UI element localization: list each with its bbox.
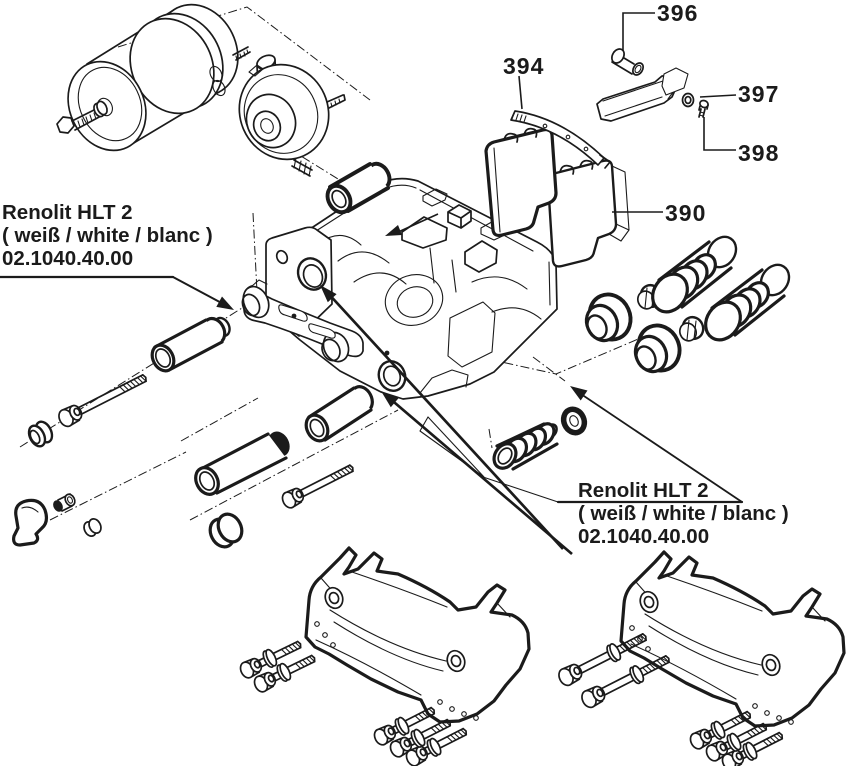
part-label-397: 397: [738, 81, 780, 107]
guide-sleeve-upper: [150, 316, 231, 373]
guide-bolt-group-upper: [27, 316, 231, 448]
hose-fitting: [291, 157, 313, 177]
part-label-390: 390: [665, 200, 707, 226]
o-ring: [560, 406, 588, 436]
sealing-cap: [584, 292, 633, 343]
screw-398: [698, 99, 709, 118]
note-line-product: Renolit HLT 2: [2, 201, 133, 224]
washer-397: [681, 92, 695, 108]
note-line-number: 02.1040.40.00: [578, 525, 710, 548]
guide-pin-boot: [651, 235, 738, 314]
part-label-398: 398: [738, 140, 780, 166]
guide-sleeve-lower: [194, 431, 290, 496]
chamber-mount-bolt: [56, 100, 108, 134]
note-line-number: 02.1040.40.00: [2, 247, 134, 270]
part-label-396: 396: [657, 0, 699, 26]
seal-cluster: [492, 235, 791, 471]
carrier-bracket-right: [555, 550, 846, 766]
note-line-color: ( weiß / white / blanc ): [578, 502, 789, 525]
guide-bolt-group-lower: [194, 385, 374, 549]
hex-plug: [678, 315, 705, 342]
cap-ring: [27, 420, 54, 448]
spacer-tube: [304, 385, 374, 443]
pad-wear-spring: [510, 110, 611, 169]
note-leaders: [0, 213, 744, 556]
piston-boot: [492, 422, 559, 471]
chamber-stud: [232, 46, 251, 61]
small-cap: [83, 518, 102, 537]
carrier-bracket-left: [237, 546, 531, 766]
guide-pin-bolt-lower: [279, 459, 358, 511]
part-label-394: 394: [503, 53, 545, 79]
small-bushing: [53, 493, 76, 512]
end-cap-disc: [208, 512, 244, 549]
part-number-leaders: [518, 12, 737, 213]
guide-pin-boot: [704, 263, 791, 342]
sealing-cap: [633, 323, 682, 374]
service-brake-chamber: [56, 3, 251, 152]
guide-sleeve-top: [325, 161, 392, 215]
small-parts-group: [12, 493, 102, 547]
grease-note-right: Renolit HLT 2 ( weiß / white / blanc ) 0…: [578, 479, 789, 548]
grease-note-left: Renolit HLT 2 ( weiß / white / blanc ) 0…: [2, 201, 213, 270]
pad-retainer-bracket: [596, 67, 689, 122]
guide-pin-bolt-upper: [55, 368, 151, 430]
adjuster-lever: [241, 279, 364, 363]
spring-brake-cylinder: [238, 54, 346, 177]
note-line-product: Renolit HLT 2: [578, 479, 709, 502]
note-line-color: ( weiß / white / blanc ): [2, 224, 213, 247]
rubber-cap: [12, 498, 49, 547]
brake-pad-rear: [546, 159, 630, 268]
brake-pads: [484, 127, 630, 268]
brake-pad-front: [484, 127, 558, 238]
cylinder-stud: [326, 94, 346, 109]
pad-retaining-pin: [611, 48, 644, 76]
